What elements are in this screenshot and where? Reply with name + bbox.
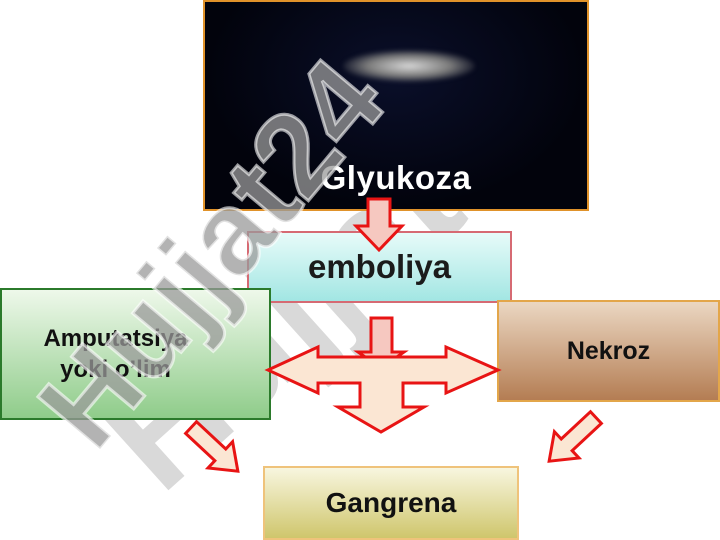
gangrena-label: Gangrena (325, 487, 457, 518)
arrow-nekroz-to-gangrena (547, 409, 604, 463)
nekroz-box: Nekroz (497, 300, 720, 402)
arrow-three-way (264, 344, 502, 434)
arrow-glyukoza-to-emboliya (352, 197, 406, 253)
amputatsiya-label-line2: yoki o’lim (60, 356, 171, 383)
glyukoza-label: Glyukoza (320, 159, 472, 196)
glyukoza-box: Glyukoza (203, 0, 589, 211)
amputatsiya-box: Amputatsiya yoki o’lim (0, 288, 271, 420)
nekroz-label: Nekroz (566, 336, 651, 365)
amputatsiya-label-line1: Amputatsiya (43, 324, 188, 352)
gangrena-box: Gangrena (263, 466, 519, 540)
arrow-amputatsiya-to-gangrena (183, 419, 240, 473)
glyukoza-image-glow (343, 50, 475, 82)
emboliya-label: emboliya (307, 248, 452, 285)
